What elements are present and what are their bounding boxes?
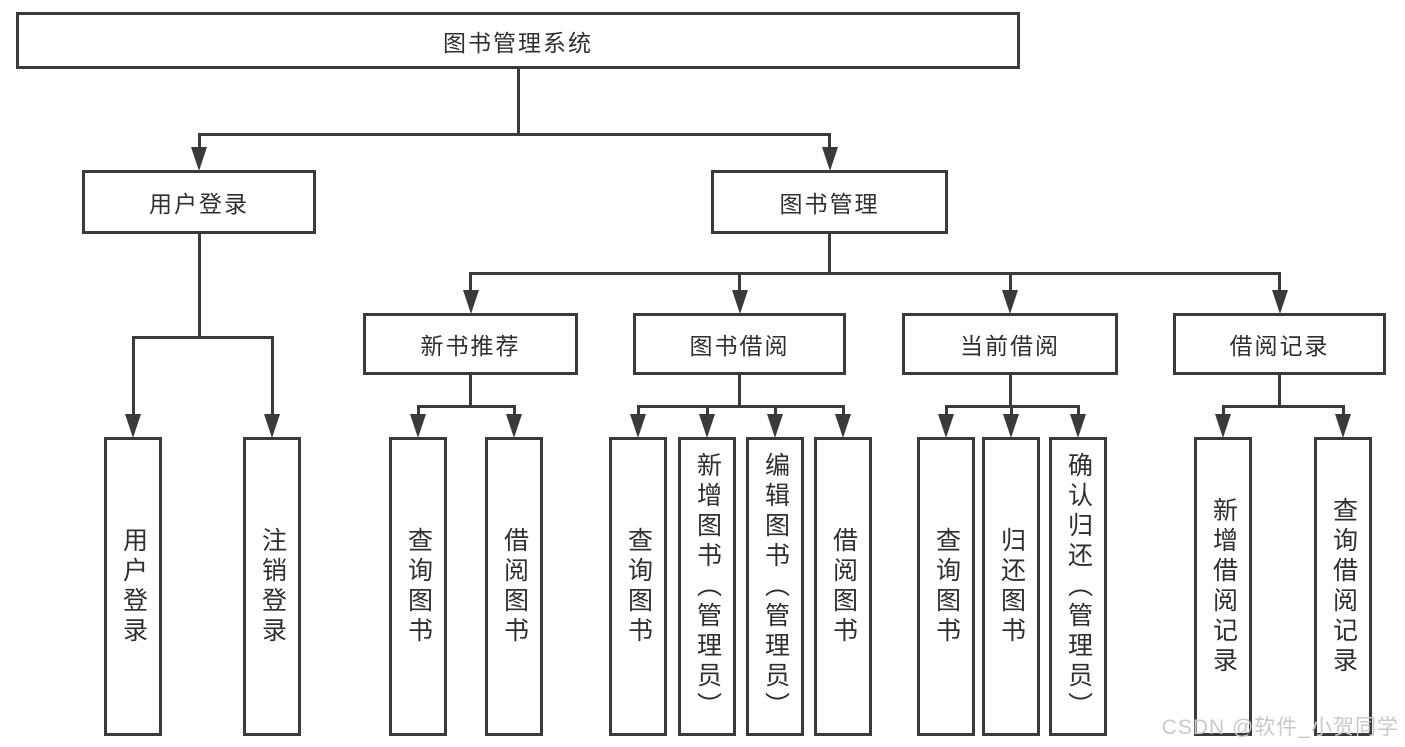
connector-line bbox=[828, 233, 831, 274]
node-book-borrow: 图书借阅 bbox=[633, 313, 846, 375]
node-label: 图书借阅 bbox=[689, 333, 790, 359]
node-current-borrow: 当前借阅 bbox=[902, 313, 1118, 375]
node-label: 用户登录 bbox=[119, 526, 148, 647]
node-leaf-br-add: 新增借阅记录 bbox=[1194, 437, 1252, 736]
arrow-down-icon bbox=[767, 414, 783, 438]
node-leaf-rec-borrow: 借阅图书 bbox=[485, 437, 543, 736]
node-label: 图书管理系统 bbox=[443, 29, 593, 56]
connector-line bbox=[469, 272, 1281, 275]
connector-line bbox=[738, 374, 741, 407]
connector-line bbox=[1008, 374, 1012, 407]
arrow-down-icon bbox=[1215, 414, 1231, 438]
node-user-login: 用户登录 bbox=[82, 170, 316, 234]
node-leaf-rec-query: 查询图书 bbox=[389, 437, 447, 736]
node-leaf-cb-confirm: 确认归还（管理员） bbox=[1049, 437, 1107, 736]
arrow-down-icon bbox=[835, 414, 851, 438]
arrow-down-icon bbox=[731, 290, 748, 314]
node-leaf-bb-add: 新增图书（管理员） bbox=[678, 437, 736, 736]
connector-line bbox=[469, 272, 472, 307]
arrow-down-icon bbox=[191, 147, 207, 171]
node-label: 借阅图书 bbox=[829, 526, 858, 647]
connector-line bbox=[197, 233, 201, 338]
arrow-down-icon bbox=[410, 414, 426, 438]
node-root: 图书管理系统 bbox=[16, 12, 1020, 69]
node-new-book-rec: 新书推荐 bbox=[363, 313, 578, 375]
connector-line bbox=[131, 336, 274, 339]
node-leaf-cb-query: 查询图书 bbox=[917, 437, 975, 736]
connector-line bbox=[738, 272, 741, 307]
node-label: 注销登录 bbox=[258, 526, 287, 647]
node-label: 查询图书 bbox=[932, 526, 961, 647]
arrow-down-icon bbox=[821, 147, 838, 171]
node-leaf-bb-borrow: 借阅图书 bbox=[814, 437, 872, 736]
arrow-down-icon bbox=[1002, 290, 1018, 314]
connector-line bbox=[1008, 272, 1012, 307]
connector-line bbox=[1221, 405, 1345, 408]
node-borrow-records: 借阅记录 bbox=[1173, 313, 1386, 375]
node-label: 用户登录 bbox=[149, 191, 249, 217]
node-leaf-bb-edit: 编辑图书（管理员） bbox=[746, 437, 804, 736]
connector-line bbox=[469, 374, 472, 407]
connector-line bbox=[197, 133, 831, 136]
csdn-watermark: CSDN @软件_小贺同学 bbox=[1161, 716, 1399, 739]
node-label: 图书管理 bbox=[779, 191, 880, 217]
arrow-down-icon bbox=[1070, 414, 1086, 438]
connector-line bbox=[636, 405, 845, 408]
node-label: 编辑图书（管理员） bbox=[761, 451, 790, 722]
arrow-down-icon bbox=[630, 414, 646, 438]
node-label: 归还图书 bbox=[997, 526, 1026, 647]
node-label: 借阅图书 bbox=[500, 526, 529, 647]
node-leaf-bb-query: 查询图书 bbox=[609, 437, 667, 736]
connector-line bbox=[270, 336, 274, 431]
node-book-mgmt: 图书管理 bbox=[711, 170, 948, 234]
arrow-down-icon bbox=[264, 414, 280, 438]
node-label: 新书推荐 bbox=[420, 333, 521, 359]
arrow-down-icon bbox=[462, 290, 479, 314]
connector-line bbox=[1278, 374, 1281, 407]
connector-line bbox=[416, 405, 516, 408]
node-label: 当前借阅 bbox=[960, 333, 1060, 359]
connector-line bbox=[131, 336, 135, 431]
node-label: 新增图书（管理员） bbox=[693, 451, 722, 722]
node-label: 借阅记录 bbox=[1229, 333, 1330, 359]
arrow-down-icon bbox=[938, 414, 954, 438]
connector-line bbox=[516, 68, 520, 135]
node-label: 新增借阅记录 bbox=[1209, 496, 1238, 677]
node-label: 查询图书 bbox=[624, 526, 653, 647]
node-leaf-br-query: 查询借阅记录 bbox=[1314, 437, 1372, 736]
arrow-down-icon bbox=[506, 414, 522, 438]
arrow-down-icon bbox=[125, 414, 141, 438]
arrow-down-icon bbox=[699, 414, 715, 438]
arrow-down-icon bbox=[1271, 290, 1288, 314]
node-label: 查询图书 bbox=[404, 526, 433, 647]
arrow-down-icon bbox=[1003, 414, 1019, 438]
node-leaf-logout: 注销登录 bbox=[243, 437, 301, 736]
node-label: 确认归还（管理员） bbox=[1064, 451, 1093, 722]
node-leaf-cb-return: 归还图书 bbox=[982, 437, 1040, 736]
node-leaf-user-login: 用户登录 bbox=[104, 437, 162, 736]
node-label: 查询借阅记录 bbox=[1329, 496, 1358, 677]
arrow-down-icon bbox=[1335, 414, 1351, 438]
connector-line bbox=[1278, 272, 1281, 307]
